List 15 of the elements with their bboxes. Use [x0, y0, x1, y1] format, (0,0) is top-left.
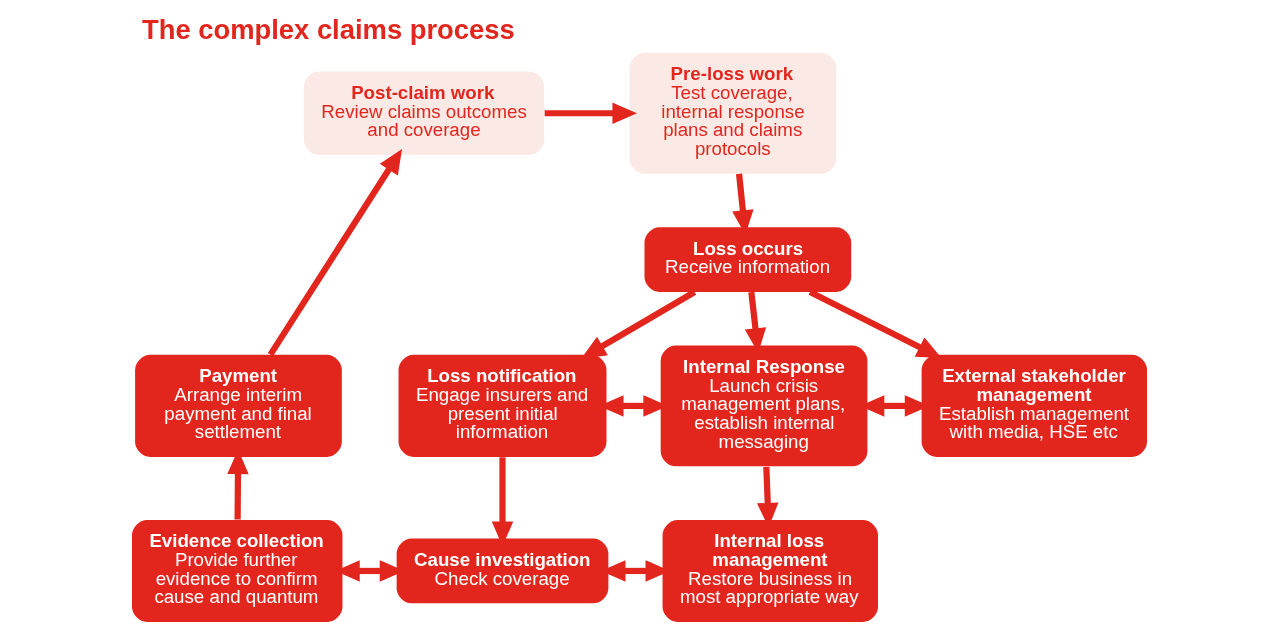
node-box: Internal loss management Restore business in most appropriate way: [662, 519, 878, 622]
arrow: [581, 289, 697, 359]
arrow: [808, 289, 942, 359]
node-box: Loss notification Engage insurers and present initial information: [398, 354, 607, 457]
node-box: Loss occurs Receive information: [644, 227, 852, 292]
node-box: External stakeholder management Establish management with media, HSE etc: [921, 354, 1147, 457]
node-box: Payment Arrange interim payment and final settlement: [135, 354, 342, 457]
diagram-title: The complex claims process: [141, 13, 515, 45]
node-box: Pre-loss work Test coverage, internal response plans and claims protocols: [629, 52, 837, 174]
node-box: Post-claim work Review claims outcomes and coverage: [303, 71, 545, 155]
node-box: Evidence collection Provide further evidence to confirm cause and quantum: [132, 519, 343, 622]
node-box: Internal Response Launch crisis management plans, establish internal messaging: [660, 345, 868, 467]
node-box: Cause investigation Check coverage: [396, 538, 609, 604]
arrow: [544, 102, 637, 124]
arrow: [267, 148, 403, 357]
